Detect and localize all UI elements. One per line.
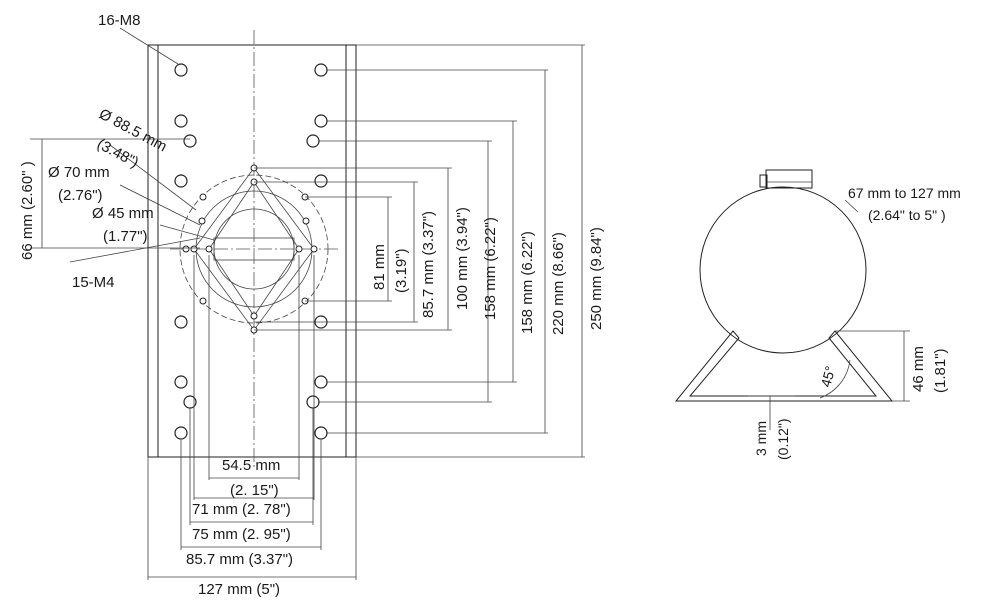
label-3-mm: 3 mm <box>753 421 769 456</box>
leader-15-m4 <box>69 237 201 263</box>
leader-dia-70 <box>119 184 201 226</box>
label-3-in: (0.12") <box>775 418 791 460</box>
m8-hole <box>306 134 320 148</box>
m8-hole <box>174 63 188 77</box>
label-angle: 45° <box>817 364 838 389</box>
label-66: 66 mm (2.60" ) <box>19 161 36 260</box>
label-158-a: 158 mm (6.22") <box>482 217 499 320</box>
clamp-buckle <box>765 169 813 189</box>
label-dia-45-mm: Ø 45 mm <box>92 205 154 222</box>
m8-hole <box>314 174 328 188</box>
m4-hole <box>310 245 318 253</box>
buckle-tab <box>759 174 768 188</box>
m4-hole <box>199 193 207 201</box>
label-85-7-v: 85.7 mm (3.37") <box>420 211 437 318</box>
m8-hole <box>314 426 328 440</box>
m8-hole <box>183 134 197 148</box>
label-127: 127 mm (5") <box>198 581 280 598</box>
front-view: 16-M8 Ø 88.5 mm (3.48") Ø 70 mm (2.76") … <box>19 12 605 598</box>
m8-hole <box>174 375 188 389</box>
leader-dia-88-5 <box>109 144 197 211</box>
label-54-5-mm: 54.5 mm <box>222 457 280 474</box>
label-46-mm: 46 mm <box>910 346 927 392</box>
m4-hole <box>199 297 207 305</box>
m8-hole <box>174 114 188 128</box>
label-75: 75 mm (2. 95") <box>192 526 291 543</box>
bracket-frame <box>674 330 894 402</box>
m4-hole <box>295 245 303 253</box>
label-158-b: 158 mm (6.22") <box>519 231 536 334</box>
label-85-7-h: 85.7 mm (3.37") <box>186 551 293 568</box>
mount-plate-outline <box>147 44 357 458</box>
leader-pole-range <box>844 199 859 213</box>
m4-hole <box>190 245 198 253</box>
m8-hole <box>314 114 328 128</box>
m8-hole <box>174 174 188 188</box>
label-46-in: (1.81") <box>932 348 949 393</box>
label-dia-70-mm: Ø 70 mm <box>48 164 110 181</box>
label-71: 71 mm (2. 78") <box>192 501 291 518</box>
m8-holes <box>174 63 328 440</box>
label-15-m4: 15-M4 <box>72 274 115 291</box>
m4-holes <box>182 164 318 334</box>
m8-hole <box>306 395 320 409</box>
label-81-mm: 81 mm <box>371 244 388 290</box>
m8-hole <box>174 426 188 440</box>
label-250: 250 mm (9.84") <box>588 227 605 330</box>
side-view: 67 mm to 127 mm (2.64" to 5" ) 45° 46 mm… <box>674 169 961 460</box>
label-dia-70-in: (2.76") <box>58 187 103 204</box>
m4-hole <box>182 245 190 253</box>
label-100: 100 mm (3.94") <box>454 207 471 310</box>
leader-dia-45 <box>159 224 215 241</box>
m4-hole <box>205 245 213 253</box>
leader-16-m8 <box>119 27 179 65</box>
m8-hole <box>314 375 328 389</box>
label-16-m8: 16-M8 <box>98 12 141 29</box>
m8-hole <box>174 315 188 329</box>
label-pole-range-in: (2.64" to 5" ) <box>868 207 946 223</box>
label-dia-45-in: (1.77") <box>103 228 148 245</box>
m4-hole <box>198 217 206 225</box>
label-81-in: (3.19") <box>393 248 410 293</box>
m8-hole <box>314 63 328 77</box>
label-220: 220 mm (8.66") <box>550 232 567 335</box>
label-54-5-in: (2. 15") <box>230 482 279 499</box>
pole-band <box>699 186 867 354</box>
m4-hole <box>250 312 258 320</box>
angle-arc <box>819 359 851 399</box>
m4-hole <box>302 217 310 225</box>
label-pole-range-mm: 67 mm to 127 mm <box>848 185 961 201</box>
